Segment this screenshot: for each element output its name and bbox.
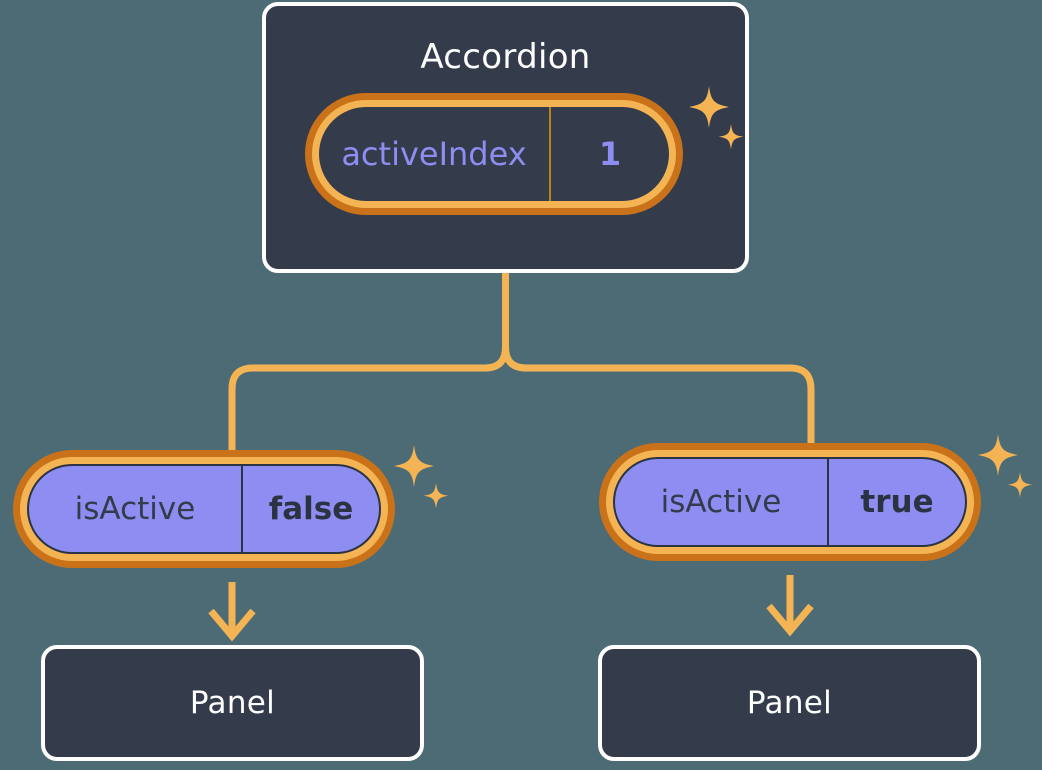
state-value: false (268, 491, 354, 527)
sparkle-icon-large (394, 445, 434, 487)
state-value: true (860, 484, 934, 520)
pill-divider (549, 107, 551, 201)
pill-inner-ring: activeIndex 1 (312, 100, 676, 208)
component-accordion-label: Accordion (420, 37, 591, 77)
pill-body: isActive true (613, 457, 967, 547)
sparkle-icon-group-left (394, 445, 449, 509)
wire-branch-right (502, 343, 815, 454)
pill-body: activeIndex 1 (319, 107, 669, 201)
state-key: isActive (660, 484, 782, 520)
pill-inner-ring: isActive false (20, 457, 388, 561)
wire-branch-left (228, 343, 509, 456)
arrow-down-icon-left (208, 582, 256, 642)
state-pill-isactive-false[interactable]: isActive false (13, 450, 395, 568)
pill-outer-ring: activeIndex 1 (305, 93, 683, 215)
pill-outer-ring: isActive false (13, 450, 395, 568)
pill-inner-ring: isActive true (606, 450, 974, 554)
pill-outer-ring: isActive true (599, 443, 981, 561)
pill-divider (827, 459, 829, 545)
sparkle-icon-small (1007, 472, 1033, 498)
sparkle-icon-group-right (978, 434, 1033, 498)
sparkle-icon-small (423, 483, 449, 509)
state-value: 1 (598, 135, 622, 173)
component-panel-right[interactable]: Panel (598, 645, 981, 761)
state-pill-isactive-true[interactable]: isActive true (599, 443, 981, 561)
sparkle-icon-large (978, 434, 1018, 476)
arrow-down-icon-right (766, 575, 814, 637)
state-pill-activeindex[interactable]: activeIndex 1 (305, 93, 683, 215)
component-panel-right-label: Panel (746, 685, 833, 721)
component-panel-left[interactable]: Panel (41, 645, 424, 761)
pill-divider (241, 466, 243, 552)
pill-body: isActive false (27, 464, 381, 554)
state-key: activeIndex (341, 135, 527, 173)
state-key: isActive (74, 491, 196, 527)
component-panel-left-label: Panel (189, 685, 276, 721)
